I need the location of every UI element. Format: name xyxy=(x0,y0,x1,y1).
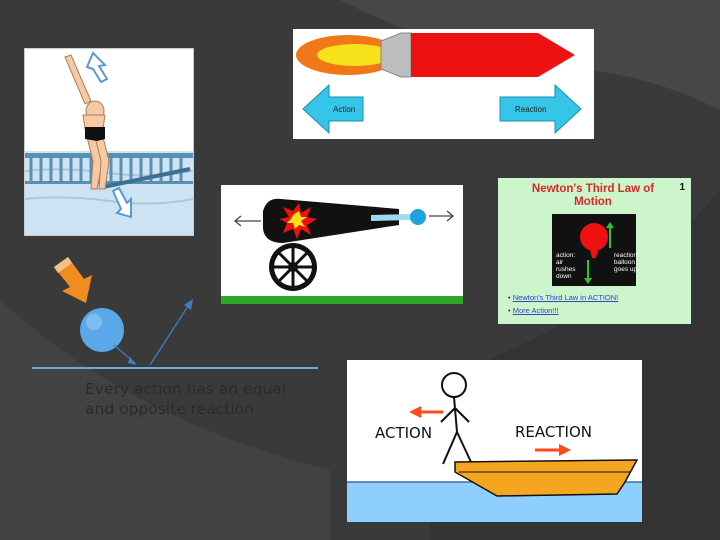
reaction-text-1: reaction: xyxy=(614,252,639,259)
slide-number: 1 xyxy=(679,182,685,193)
action-label: Action xyxy=(333,105,355,114)
list-item: • More Action!!! xyxy=(508,304,618,317)
reaction-label: Reaction xyxy=(515,105,547,114)
svg-text:action: air rushes: action: air rushes down xyxy=(556,252,577,280)
action-text-3: rushes xyxy=(556,266,576,273)
svg-text:reaction: balloon: reaction: balloon goes up xyxy=(614,252,641,273)
rocket-nozzle-icon xyxy=(380,32,412,78)
cannon-wheel-icon xyxy=(269,243,317,291)
cannonball-arrow-icon xyxy=(429,210,455,222)
boat-icon xyxy=(454,459,639,497)
action-text-1: action: xyxy=(556,252,575,259)
reaction-label: REACTION xyxy=(515,423,592,441)
upward-arrow-icon xyxy=(85,51,109,84)
reaction-text-3: goes up xyxy=(614,266,638,273)
balloon-diagram: Newton's Third Law of Motion 1 action: a… xyxy=(498,178,691,324)
cannon-diagram xyxy=(221,185,463,304)
balloon-icon xyxy=(580,223,608,251)
balloon-link-list: • Newton's Third Law in ACTION! • More A… xyxy=(508,291,618,317)
action-arrow-icon xyxy=(302,83,364,135)
caption-line-2: and opposite reaction xyxy=(85,400,254,418)
reflected-path-icon xyxy=(149,302,191,366)
rocket-body-icon xyxy=(411,33,575,77)
action-text-2: air xyxy=(556,259,564,266)
bouncing-ball-diagram: Every action has an equal and opposite r… xyxy=(30,255,320,430)
reaction-arrow-icon xyxy=(499,83,582,135)
ball-icon xyxy=(80,308,124,352)
action-label: ACTION xyxy=(375,424,432,442)
downward-arrow-icon xyxy=(111,186,132,219)
action-arrow-icon xyxy=(409,406,443,418)
boat-diagram: ACTION REACTION xyxy=(347,360,642,522)
air-down-arrow-icon xyxy=(584,260,592,284)
slide-caption: Every action has an equal and opposite r… xyxy=(85,379,320,419)
reaction-text-2: balloon xyxy=(614,259,635,266)
link-more-action[interactable]: More Action!!! xyxy=(512,306,559,315)
bullet: • xyxy=(508,306,511,315)
balloon-up-arrow-icon xyxy=(606,222,614,248)
reaction-arrow-icon xyxy=(535,444,571,456)
link-third-law-in-action[interactable]: Newton's Third Law in ACTION! xyxy=(512,293,619,302)
cannonball-icon xyxy=(410,209,426,225)
bullet: • xyxy=(508,293,511,302)
stick-figure-icon xyxy=(440,372,472,465)
list-item: • Newton's Third Law in ACTION! xyxy=(508,291,618,304)
caption-line-1: Every action has an equal xyxy=(85,380,287,398)
action-text-4: down xyxy=(556,273,572,280)
incoming-force-arrow-icon xyxy=(54,257,92,303)
rocket-diagram: Action Reaction xyxy=(293,29,594,139)
diver-diagram xyxy=(24,48,194,236)
balloon-diagram-title: Newton's Third Law of Motion xyxy=(531,183,655,208)
recoil-arrow-icon xyxy=(233,215,261,227)
